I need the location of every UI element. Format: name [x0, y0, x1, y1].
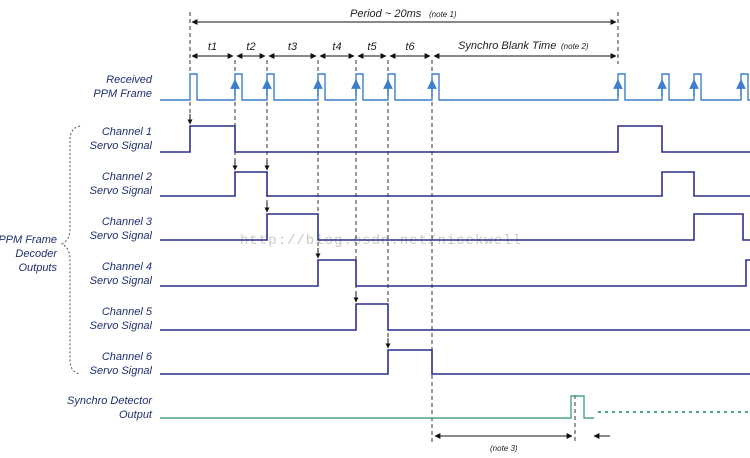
- channel-3-label-line2: Servo Signal: [90, 230, 153, 242]
- channel-4-label-line1: Channel 4: [102, 261, 152, 273]
- group-label-line1: PPM Frame: [0, 234, 57, 246]
- ppm-label-line1: Received: [106, 74, 153, 86]
- interval-label-t6: t6: [405, 41, 415, 53]
- period-label: Period ~ 20ms: [350, 8, 422, 20]
- watermark-text: http://blog.csdn.net/nicekwell: [240, 233, 522, 249]
- interval-label-t5: t5: [367, 41, 377, 53]
- synchro-blank-time-label: Synchro Blank Time: [458, 40, 556, 52]
- group-label-line3: Outputs: [18, 262, 57, 274]
- interval-dimensions: t1 t2 t3 t4 t5 t6: [191, 41, 617, 59]
- channel-3-label-line1: Channel 3: [102, 216, 153, 228]
- note1-label: (note 1): [429, 10, 457, 19]
- channel-6-label-line1: Channel 6: [102, 351, 153, 363]
- note3-label: (note 3): [490, 444, 518, 453]
- interval-label-t3: t3: [288, 41, 298, 53]
- sync-label-line2: Output: [119, 409, 153, 421]
- period-dimension: Period ~ 20ms (note 1): [189, 8, 619, 64]
- alignment-lines: [189, 60, 576, 442]
- sync-waveform: [160, 395, 594, 419]
- group-label-line2: Decoder: [15, 248, 58, 260]
- channel-5-waveform: [160, 303, 750, 331]
- ppm-label-line2: PPM Frame: [93, 88, 152, 100]
- channel-1-label-line2: Servo Signal: [90, 140, 153, 152]
- channel-6-label-line2: Servo Signal: [90, 365, 153, 377]
- channel-2-label-line1: Channel 2: [102, 171, 152, 183]
- channel-labels: Channel 1 Servo Signal Channel 2 Servo S…: [90, 126, 153, 377]
- interval-label-t4: t4: [332, 41, 341, 53]
- note2-label: (note 2): [561, 42, 589, 51]
- channel-1-label-line1: Channel 1: [102, 126, 152, 138]
- channel-2-waveform: [160, 171, 750, 197]
- channel-1-waveform: [160, 125, 750, 153]
- interval-label-t1: t1: [208, 41, 217, 53]
- channel-5-label-line1: Channel 5: [102, 306, 153, 318]
- ppm-edge-arrows: [230, 79, 746, 96]
- channel-4-waveform: [160, 259, 750, 287]
- channel-2-label-line2: Servo Signal: [90, 185, 153, 197]
- channel-4-label-line2: Servo Signal: [90, 275, 153, 287]
- channel-5-label-line2: Servo Signal: [90, 320, 153, 332]
- channel-6-waveform: [160, 349, 750, 375]
- channel-3-waveform: [160, 213, 750, 241]
- interval-label-t2: t2: [246, 41, 255, 53]
- edge-arrows: [187, 114, 391, 349]
- decoder-outputs-brace: [60, 125, 81, 375]
- sync-label-line1: Synchro Detector: [67, 395, 153, 407]
- channel-waveforms: [160, 125, 750, 375]
